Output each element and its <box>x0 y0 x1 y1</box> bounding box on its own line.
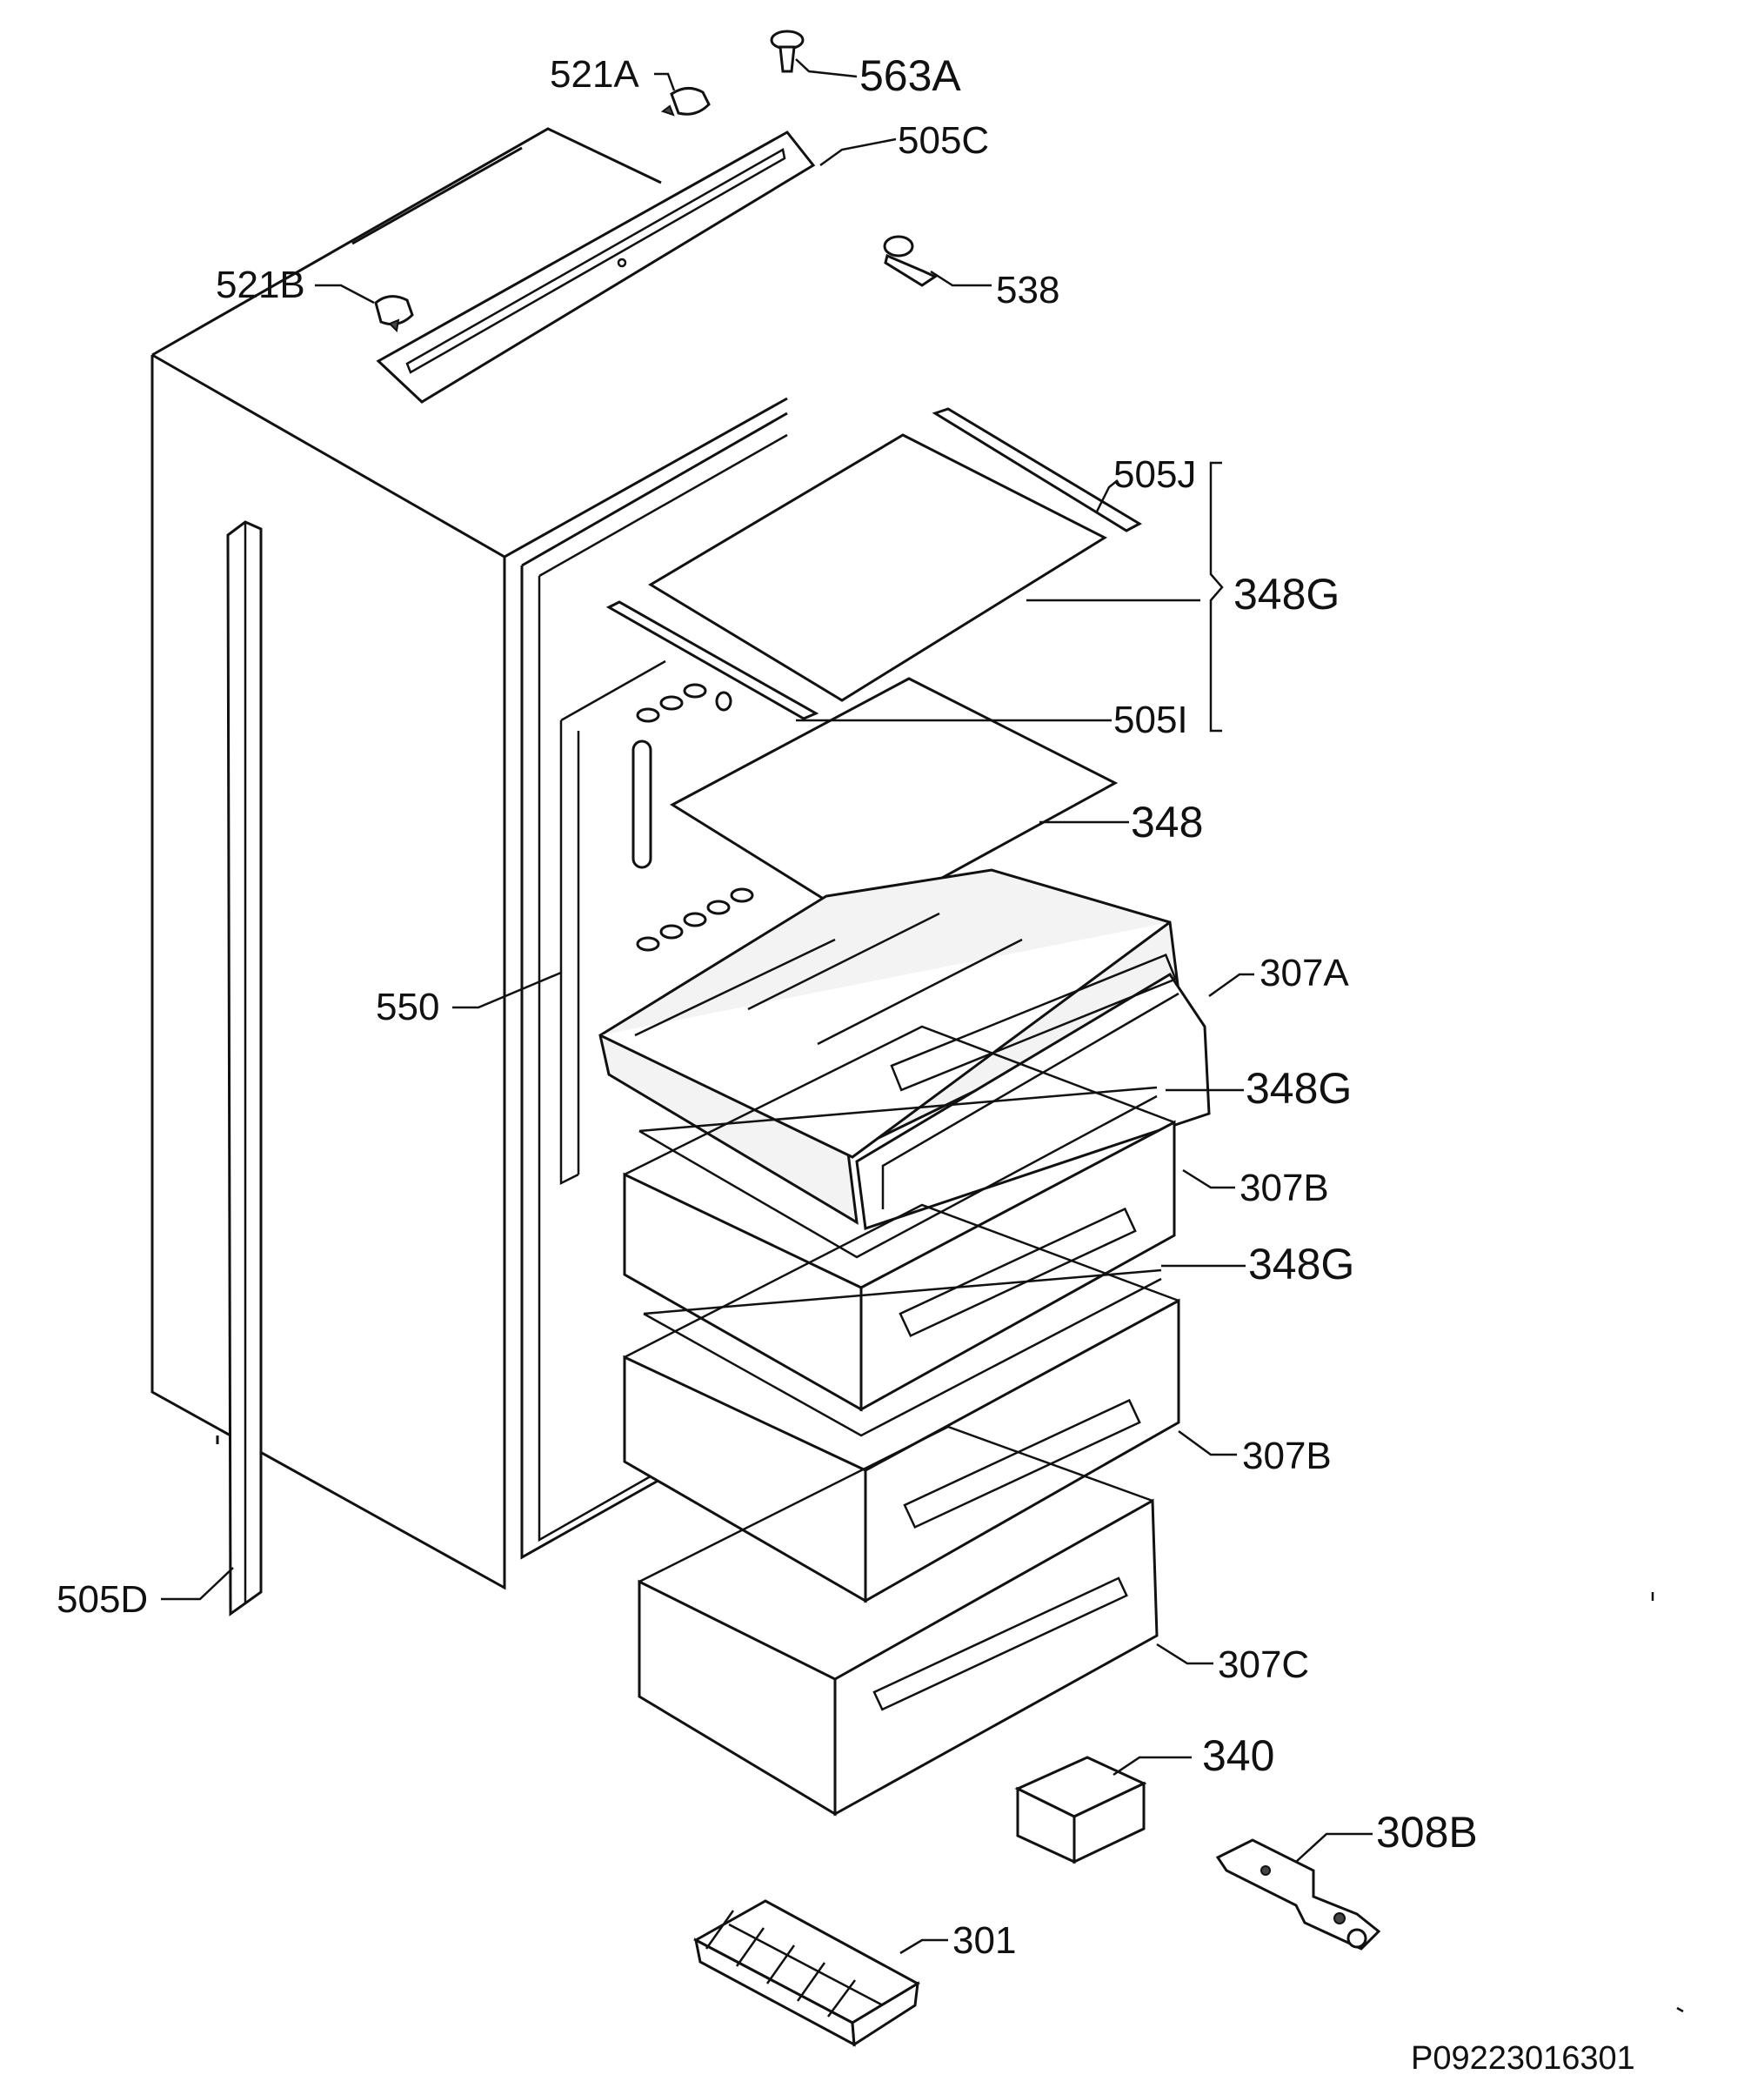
drawing-reference-number: P09223016301 <box>1411 2040 1635 2077</box>
ice-tray-301 <box>692 1899 921 2047</box>
fitting-521B <box>374 295 414 333</box>
drawer-307B-upper <box>623 1025 1176 1412</box>
pin-563A <box>770 30 805 73</box>
door-seal-strip-505D <box>226 520 263 1616</box>
callout-labels: 521A 563A 505C 521B 538 505J 348G 505I 3… <box>57 51 1635 2077</box>
leader-lines <box>161 58 1684 2013</box>
label-550: 550 <box>376 986 439 1028</box>
label-307B-1: 307B <box>1239 1167 1329 1209</box>
label-521B: 521B <box>216 264 305 306</box>
cabinet-body <box>150 127 788 1590</box>
hinge-538 <box>883 235 939 287</box>
glass-shelf-348G-top <box>605 407 1143 720</box>
label-308B: 308B <box>1376 1808 1478 1857</box>
vent-slots-bottom <box>636 887 754 952</box>
label-307A: 307A <box>1260 952 1349 994</box>
label-307C: 307C <box>1218 1643 1309 1686</box>
label-521A: 521A <box>550 53 639 96</box>
label-348G-1: 348G <box>1246 1064 1352 1113</box>
label-307B-2: 307B <box>1242 1435 1332 1477</box>
label-340: 340 <box>1202 1731 1274 1780</box>
fitting-521A <box>660 87 711 117</box>
top-rail-505C <box>376 130 816 404</box>
box-340 <box>1014 1756 1147 1864</box>
drawer-307A <box>598 868 1211 1231</box>
vent-slots-top <box>636 683 732 723</box>
label-563A: 563A <box>859 51 961 100</box>
label-301: 301 <box>952 1919 1016 1962</box>
label-505J: 505J <box>1113 453 1196 496</box>
drawer-307C <box>638 1425 1159 1817</box>
liner-panel-550 <box>559 659 754 1186</box>
label-505C: 505C <box>898 119 989 162</box>
drawer-307B-lower <box>623 1203 1180 1603</box>
label-348G-2: 348G <box>1248 1240 1354 1288</box>
glass-shelf-348G-mid-2 <box>643 1268 1162 1437</box>
label-505D: 505D <box>57 1578 148 1621</box>
label-348G-top: 348G <box>1233 570 1340 619</box>
label-348: 348 <box>1131 798 1203 847</box>
label-505I: 505I <box>1113 699 1188 741</box>
hinge-308B <box>1215 1838 1381 1951</box>
label-538: 538 <box>996 269 1059 311</box>
